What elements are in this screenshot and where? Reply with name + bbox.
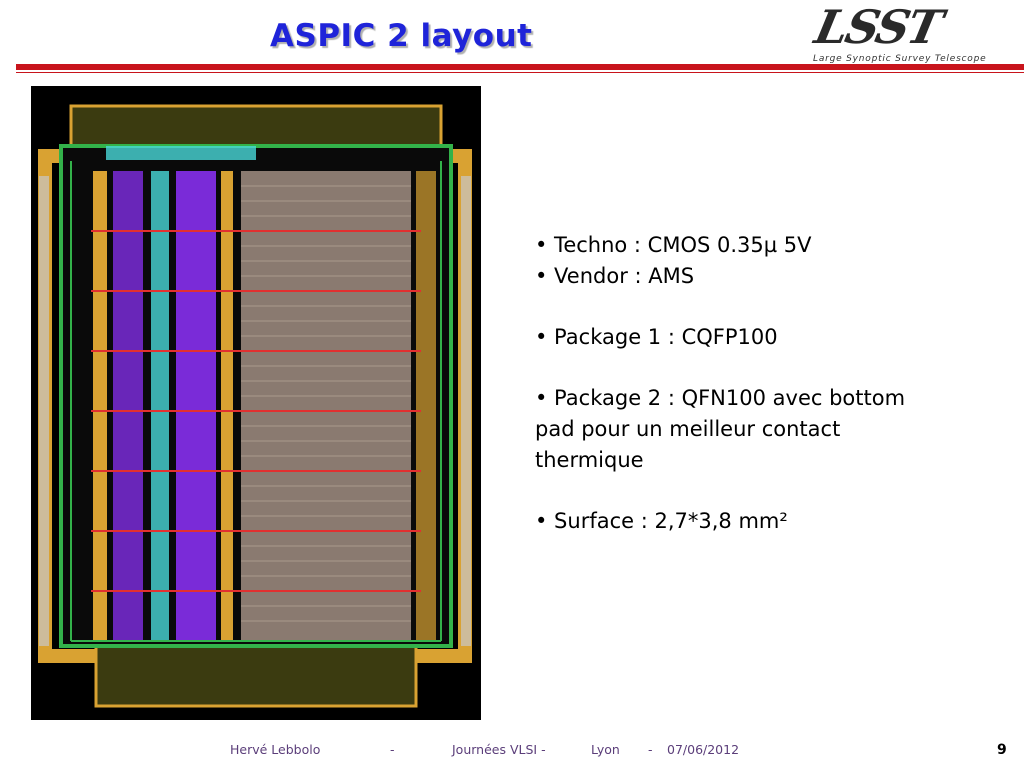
lsst-logo: LSST Large Synoptic Survey Telescope (808, 0, 1013, 66)
footer-separator-1: - (390, 742, 395, 757)
bullet-list: • Techno : CMOS 0.35µ 5V • Vendor : AMS … (535, 230, 975, 537)
bullet-vendor: • Vendor : AMS (535, 264, 695, 288)
footer-date: 07/06/2012 (667, 742, 740, 757)
footer-event: Journées VLSI - (452, 742, 546, 757)
bullet-package-1: • Package 1 : CQFP100 (535, 325, 778, 349)
footer-city: Lyon (591, 742, 620, 757)
logo-wordmark: LSST (810, 0, 946, 54)
bullet-package-2-line3: thermique (535, 448, 644, 472)
bullet-package-2: • Package 2 : QFN100 avec bottom (535, 386, 906, 410)
bullet-surface: • Surface : 2,7*3,8 mm² (535, 509, 788, 533)
title-rule (16, 64, 1024, 70)
footer-separator-2: - (648, 742, 653, 757)
title-rule-thin (16, 72, 1024, 73)
bullet-package-2-line2: pad pour un meilleur contact (535, 417, 841, 441)
slide-title: ASPIC 2 layout (270, 18, 533, 54)
footer-author: Hervé Lebbolo (230, 742, 321, 757)
chip-layout-image (31, 86, 481, 720)
logo-subtitle: Large Synoptic Survey Telescope (813, 54, 987, 64)
page-number: 9 (997, 742, 1007, 758)
bullet-techno: • Techno : CMOS 0.35µ 5V (535, 233, 812, 257)
chip-layout-drawing (31, 86, 481, 720)
